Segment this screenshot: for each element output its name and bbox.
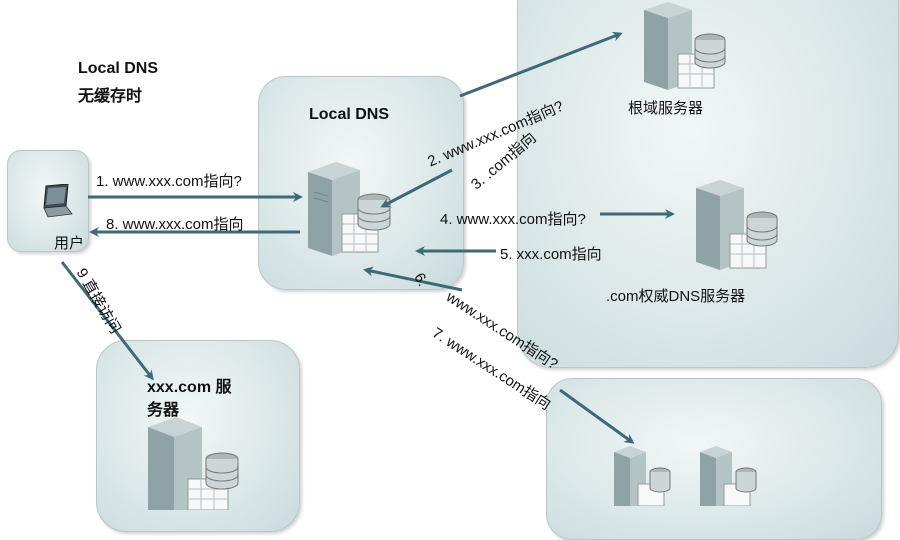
local-dns-title: Local DNS (309, 106, 390, 123)
laptop-icon (43, 184, 73, 218)
step-4-label: 4. www.xxx.com指向? (440, 211, 586, 228)
xxx-auth-server-icon-1 (614, 446, 671, 506)
step-5-label: 5. xxx.com指向 (500, 246, 602, 263)
step-1-label: 1. www.xxx.com指向? (96, 173, 242, 190)
arrow-step-9 (60, 261, 154, 381)
target-server-icon (148, 417, 239, 510)
step-8-label: 8. www.xxx.com指向 (106, 216, 244, 233)
user-label: 用户 (54, 235, 85, 252)
root-server-icon (644, 2, 726, 90)
target-server-label-1: xxx.com 服 (147, 379, 232, 396)
caption-line1: Local DNS (78, 60, 159, 77)
arrow-step-6 (363, 266, 463, 292)
target-server-label-2: 务器 (147, 402, 180, 419)
local-dns-server-icon (308, 162, 391, 256)
arrows-layer (60, 31, 675, 444)
root-server-label: 根域服务器 (628, 100, 704, 117)
com-auth-label: .com权威DNS服务器 (606, 288, 746, 305)
arrow-step-7 (559, 388, 635, 444)
arrow-step-2 (459, 31, 623, 98)
com-auth-server-icon (696, 180, 778, 270)
caption-line2: 无缓存时 (78, 88, 143, 105)
arrow-step-3 (380, 168, 453, 208)
xxx-auth-server-icon-2 (700, 446, 757, 506)
